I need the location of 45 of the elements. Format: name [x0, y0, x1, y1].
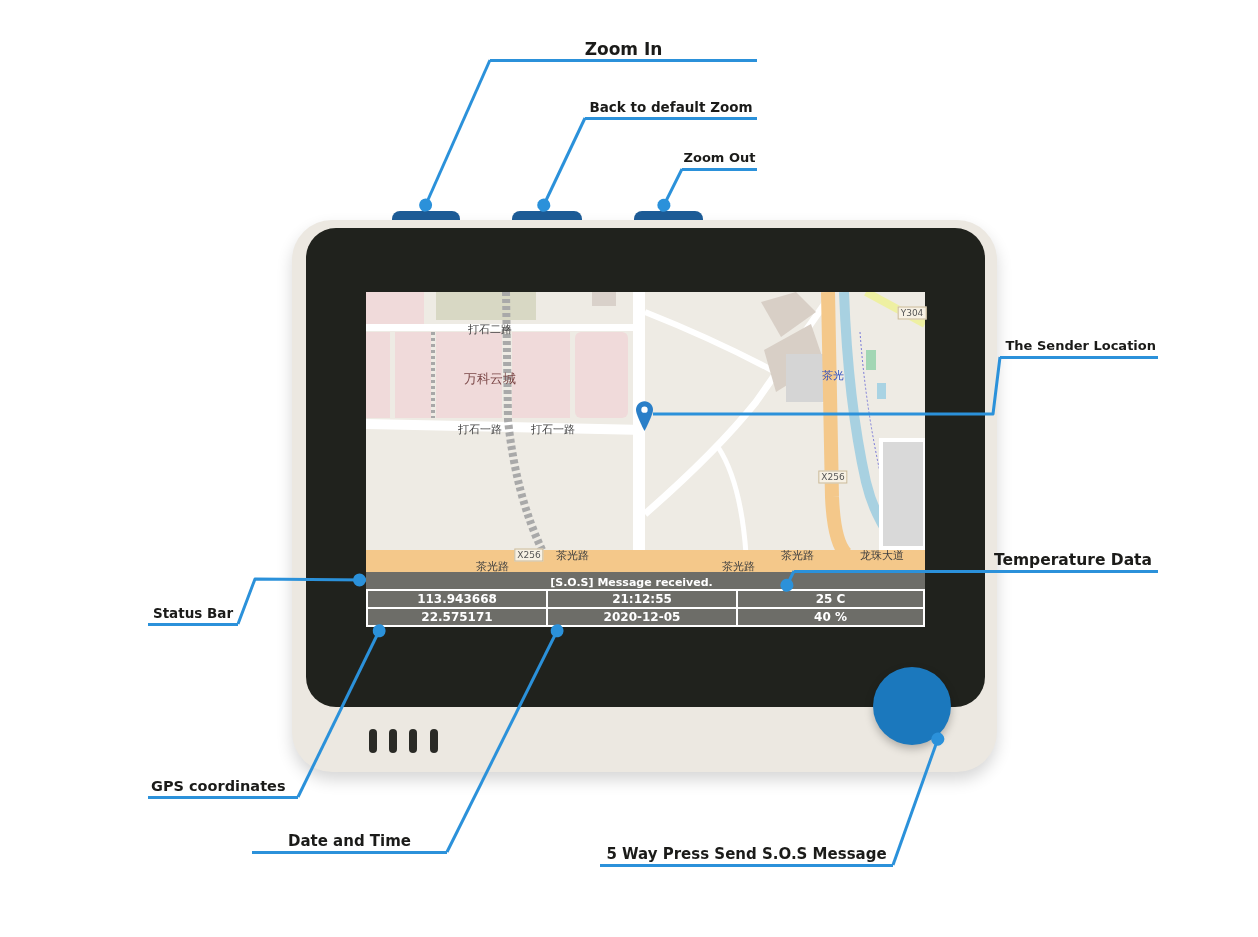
data-column [738, 591, 923, 625]
callout-label: Date and Time [252, 830, 447, 854]
callout-label: Back to default Zoom [585, 96, 757, 120]
humidity-value: 40 % [813, 609, 848, 625]
street-name: 打石二路 [468, 323, 512, 335]
road-number: X256 [514, 548, 544, 562]
street-name: 茶光路 [555, 549, 589, 561]
coordinate-value: 113.943668 [368, 591, 546, 609]
road-number: X256 [818, 470, 848, 484]
date-value: 2020-12-05 [602, 609, 682, 625]
temperature-value: 25 C [738, 591, 923, 609]
leader-line [537, 117, 587, 212]
leader-line [891, 732, 945, 866]
data-column [368, 591, 546, 625]
street-name: 打石一路 [458, 423, 502, 435]
place-name: 万科云城 [464, 371, 516, 385]
callout-label: 5 Way Press Send S.O.S Message [600, 843, 893, 867]
data-column [548, 591, 736, 625]
coordinate-value: 22.575171 [420, 609, 494, 625]
top-button [392, 211, 460, 220]
leader-line [296, 624, 386, 798]
road-number: Y304 [897, 306, 927, 320]
callout-label: Zoom In [490, 38, 757, 62]
time-value: 21:12:55 [548, 591, 736, 609]
callout-label: Status Bar [148, 602, 238, 626]
leader-line [419, 59, 492, 212]
leader-line [657, 168, 684, 212]
callout-label: GPS coordinates [148, 775, 298, 799]
callout-label: Zoom Out [682, 147, 757, 171]
leader-line [780, 570, 796, 592]
street-name: 茶光路 [475, 560, 509, 572]
callout-label: The Sender Location [1000, 335, 1158, 359]
street-name: 茶光路 [721, 560, 755, 572]
street-name: 打石一路 [531, 423, 575, 435]
status-message: [S.O.S] Message received. [550, 576, 713, 589]
leader-line [653, 356, 1002, 416]
leader-line [236, 573, 366, 625]
leader-line [445, 624, 564, 853]
street-name: 龙珠大道 [860, 549, 904, 561]
station-name: 茶光 [822, 369, 844, 381]
top-button [512, 211, 582, 220]
map-pin-icon [636, 401, 653, 431]
street-name: 茶光路 [780, 549, 814, 561]
status-bar [366, 572, 925, 589]
top-button [634, 211, 703, 220]
